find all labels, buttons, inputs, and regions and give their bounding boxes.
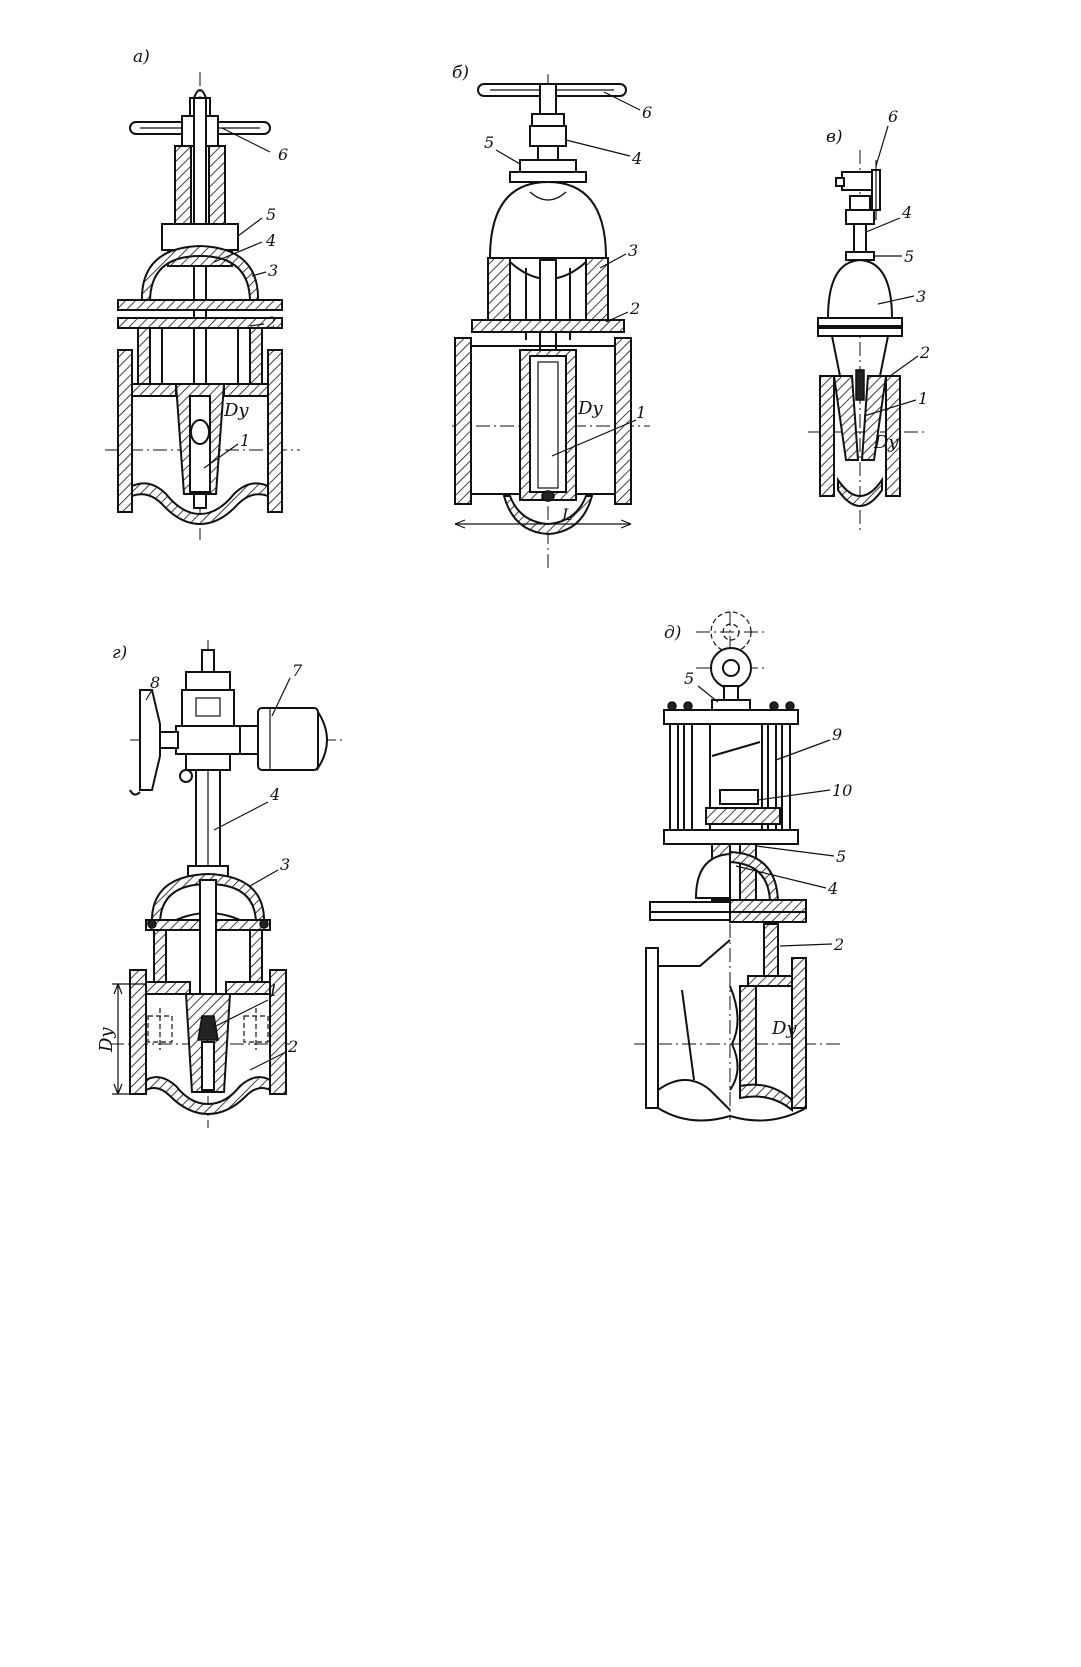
panel-v-callout-1: 6: [888, 107, 898, 126]
panel-v-callout-3: 5: [904, 247, 914, 266]
panel-a-callout-3: 4: [265, 231, 276, 250]
panel-d-callout-3: 10: [832, 781, 852, 800]
panel-d-callout-5: 4: [827, 879, 838, 898]
panel-d-valve: д): [634, 611, 852, 1122]
panel-b-callout-5: 2: [629, 299, 640, 318]
panel-v-valve: в) Dу 6 4 5 3 2 1: [808, 107, 930, 530]
panel-a-title: а): [133, 47, 150, 67]
panel-b-callout-2: 5: [484, 133, 494, 152]
panel-b-valve: б) Dу L: [452, 63, 652, 570]
panel-v-dn-label: Dу: [873, 432, 899, 453]
panel-d-dn-label: Dу: [771, 1018, 797, 1039]
panel-g-callout-4: 3: [280, 855, 290, 874]
panel-v-callout-4: 3: [916, 287, 926, 306]
panel-g-callout-6: 2: [287, 1037, 298, 1056]
panel-b-dn-label: Dу: [577, 398, 603, 419]
panel-g-title: г): [112, 643, 127, 663]
panel-b-callout-3: 4: [631, 149, 642, 168]
panel-g-callout-2: 7: [292, 661, 303, 680]
panel-b-callout-6: 1: [636, 403, 646, 422]
panel-a-valve: а) Dу 6: [105, 47, 300, 540]
panel-v-callout-5: 2: [919, 343, 930, 362]
panel-g-callout-1: 8: [150, 673, 160, 692]
panel-d-callout-6: 2: [833, 935, 844, 954]
panel-b-callout-1: 6: [642, 103, 652, 122]
panel-d-title: д): [664, 623, 681, 643]
panel-b-length-label: L: [561, 505, 573, 524]
panel-v-title: в): [826, 127, 843, 147]
panel-a-callout-2: 5: [266, 205, 276, 224]
panel-g-dn-label: Dу: [96, 1027, 117, 1053]
panel-g-callout-3: 4: [269, 785, 280, 804]
panel-a-callout-4: 3: [268, 261, 278, 280]
panel-a-callout-6: 1: [240, 431, 250, 450]
panel-d-callout-1: 5: [684, 669, 694, 688]
panel-a-dn-label: Dу: [223, 400, 249, 421]
panel-a-callout-1: 6: [278, 145, 288, 164]
panel-b-callout-4: 3: [628, 241, 638, 260]
panel-v-callout-2: 4: [901, 203, 912, 222]
panel-g-callout-5: 1: [268, 981, 278, 1000]
panel-b-title: б): [452, 63, 469, 83]
panel-d-callout-4: 5: [836, 847, 846, 866]
panel-a-callout-5: 2: [265, 313, 276, 332]
panel-d-callout-2: 9: [832, 725, 842, 744]
panel-v-callout-6: 1: [918, 389, 928, 408]
panel-g-valve: г): [96, 640, 345, 1128]
